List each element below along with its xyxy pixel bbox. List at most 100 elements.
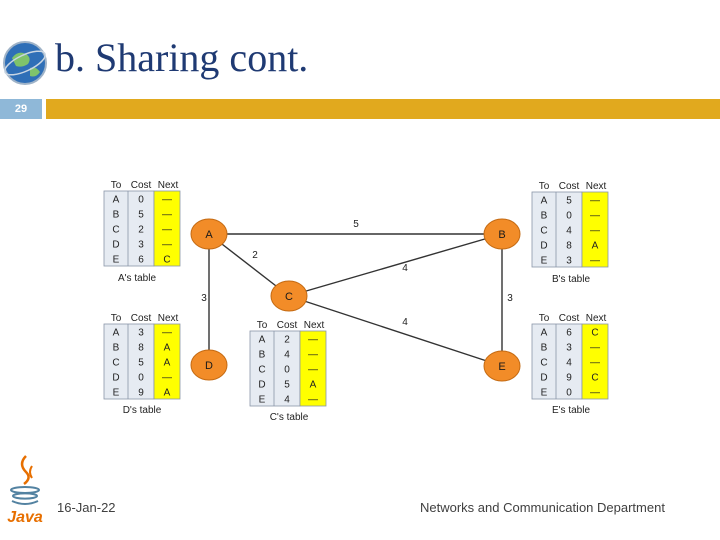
table-d-header-next: Next: [158, 313, 179, 324]
table-b-row-2-next: —: [590, 226, 600, 237]
table-a-row-2-to: C: [112, 225, 119, 236]
table-c-row-4-to: E: [259, 395, 266, 406]
table-e-row-3-to: D: [540, 373, 547, 384]
table-e-row-4-next: —: [590, 388, 600, 399]
table-a-row-0-cost: 0: [138, 195, 144, 206]
footer-department: Networks and Communication Department: [420, 500, 665, 515]
table-c-body: [249, 330, 301, 407]
footer-date: 16-Jan-22: [57, 500, 116, 515]
java-logo-text: Java: [7, 509, 43, 526]
table-c-row-3-cost: 5: [284, 380, 290, 391]
node-label-d: D: [205, 360, 213, 372]
table-c-header-to: To: [257, 320, 268, 331]
table-e-row-2-to: C: [540, 358, 547, 369]
header-bar: [46, 99, 720, 119]
java-logo-icon: Java: [7, 455, 43, 526]
table-b-body: [531, 191, 583, 268]
table-b-row-0-to: A: [541, 196, 548, 207]
link-c-e: [288, 295, 503, 367]
slide-number: 29: [0, 99, 42, 119]
table-b-row-2-cost: 4: [566, 226, 572, 237]
table-a-row-1-to: B: [113, 210, 120, 221]
table-d-header-cost: Cost: [131, 313, 152, 324]
table-d-row-4-next: A: [164, 388, 171, 399]
table-c-header-cost: Cost: [277, 320, 298, 331]
table-b-row-3-cost: 8: [566, 241, 572, 252]
table-c-next-column: [299, 330, 327, 407]
node-label-c: C: [285, 291, 293, 303]
table-b-header-to: To: [539, 181, 550, 192]
table-e-caption: E's table: [552, 405, 590, 416]
link-cost-b-e: 3: [507, 293, 513, 304]
table-e-header-to: To: [539, 313, 550, 324]
table-b-row-2-to: C: [540, 226, 547, 237]
table-a-row-2-next: —: [162, 225, 172, 236]
link-cost-c-e: 4: [402, 317, 408, 328]
table-d-row-3-cost: 0: [138, 373, 144, 384]
table-e-row-1-to: B: [541, 343, 548, 354]
table-c-row-2-to: C: [258, 365, 265, 376]
table-c-row-4-next: —: [308, 395, 318, 406]
table-c-row-0-next: —: [308, 335, 318, 346]
table-e-row-0-to: A: [541, 328, 548, 339]
node-d: [190, 349, 228, 381]
table-d-row-3-next: —: [162, 373, 172, 384]
link-cost-a-d: 3: [201, 293, 207, 304]
table-c-caption: C's table: [270, 412, 309, 423]
table-c-row-2-next: —: [308, 365, 318, 376]
table-a-row-4-cost: 6: [138, 255, 144, 266]
table-d-row-0-next: —: [162, 328, 172, 339]
table-e-row-2-cost: 4: [566, 358, 572, 369]
table-d-row-2-to: C: [112, 358, 119, 369]
table-b-row-4-cost: 3: [566, 256, 572, 267]
table-e-body: [531, 323, 583, 400]
link-cost-a-b: 5: [353, 219, 359, 230]
table-b-row-0-next: —: [590, 196, 600, 207]
table-a-row-3-to: D: [112, 240, 119, 251]
table-d-row-1-cost: 8: [138, 343, 144, 354]
table-a-row-4-next: C: [163, 255, 170, 266]
table-e-header-next: Next: [586, 313, 607, 324]
table-c-row-2-cost: 0: [284, 365, 290, 376]
table-d-row-2-next: A: [164, 358, 171, 369]
table-b-row-3-to: D: [540, 241, 547, 252]
table-d-next-column: [153, 323, 181, 400]
table-e-next-column: [581, 323, 609, 400]
table-b-row-1-next: —: [590, 211, 600, 222]
table-c-row-1-to: B: [259, 350, 266, 361]
table-b-next-column: [581, 191, 609, 268]
table-b-row-4-to: E: [541, 256, 548, 267]
table-e-header-cost: Cost: [559, 313, 580, 324]
table-d-header-to: To: [111, 313, 122, 324]
table-a-header-to: To: [111, 180, 122, 191]
table-c-row-3-next: A: [310, 380, 317, 391]
link-c-b: [288, 233, 503, 297]
table-c-row-1-next: —: [308, 350, 318, 361]
table-e-row-0-next: C: [591, 328, 598, 339]
link-cost-c-b: 4: [402, 263, 408, 274]
table-e-row-4-cost: 0: [566, 388, 572, 399]
table-a-row-1-cost: 5: [138, 210, 144, 221]
table-c-row-0-cost: 2: [284, 335, 290, 346]
table-b-row-0-cost: 5: [566, 196, 572, 207]
table-d-row-0-cost: 3: [138, 328, 144, 339]
table-c-row-0-to: A: [259, 335, 266, 346]
table-c-row-3-to: D: [258, 380, 265, 391]
node-label-e: E: [498, 361, 505, 373]
node-b: [483, 218, 521, 250]
table-d-caption: D's table: [123, 405, 162, 416]
table-e-row-0-cost: 6: [566, 328, 572, 339]
table-a-header-cost: Cost: [131, 180, 152, 191]
table-a-row-0-next: —: [162, 195, 172, 206]
table-b-row-4-next: —: [590, 256, 600, 267]
globe-logo-icon: [3, 41, 47, 85]
table-a-row-4-to: E: [113, 255, 120, 266]
table-c-header-next: Next: [304, 320, 325, 331]
node-label-a: A: [205, 229, 213, 241]
table-a-row-2-cost: 2: [138, 225, 144, 236]
node-e: [483, 350, 521, 382]
table-d-row-1-next: A: [164, 343, 171, 354]
node-label-b: B: [498, 229, 505, 241]
table-d-row-0-to: A: [113, 328, 120, 339]
table-a-row-3-next: —: [162, 240, 172, 251]
